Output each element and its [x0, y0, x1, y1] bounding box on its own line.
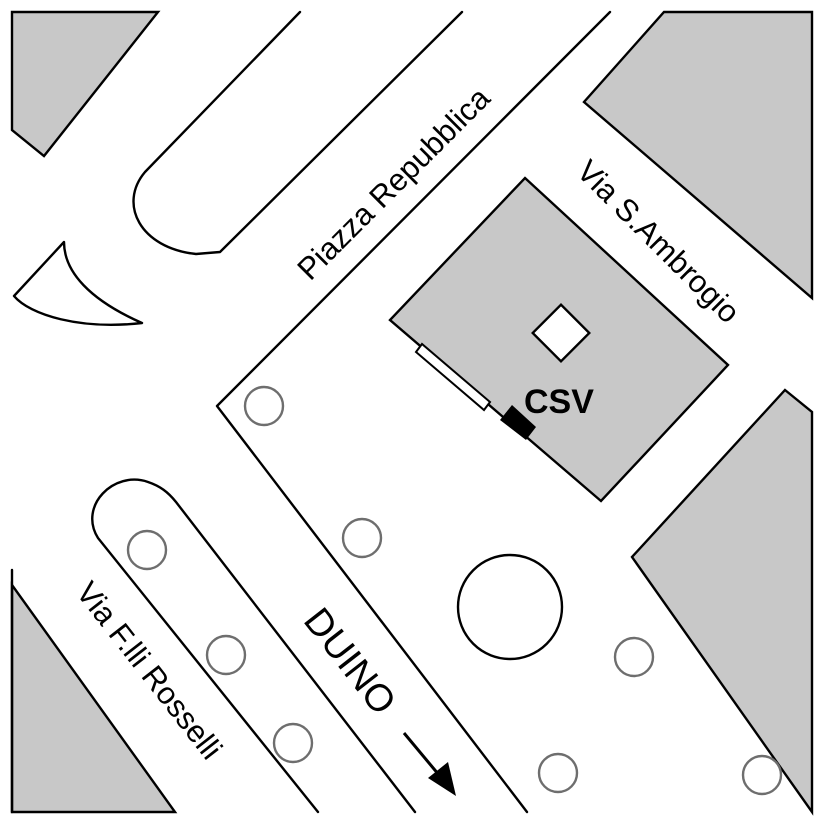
building-facade-strip: [414, 342, 492, 412]
block-top-right: [582, 10, 814, 301]
courtyard: [531, 303, 591, 363]
tree-icon: [741, 754, 783, 796]
roundabout: [456, 553, 564, 661]
road-edge-median: [91, 478, 417, 814]
entrance-marker-icon: [500, 405, 536, 440]
direction-arrow-icon: [402, 732, 456, 796]
block-top-left: [10, 10, 161, 158]
tree-icon: [126, 529, 168, 571]
trees: [126, 385, 783, 796]
block-right: [630, 388, 814, 816]
road-edge-north: [132, 10, 464, 256]
traffic-island: [12, 240, 144, 326]
tree-icon: [272, 722, 314, 764]
tree-icon: [613, 636, 655, 678]
road-edge-plaza: [215, 10, 612, 814]
poi-label-csv: CSV: [524, 383, 594, 421]
tree-icon: [341, 517, 383, 559]
tree-icon: [205, 634, 247, 676]
tree-icon: [243, 385, 285, 427]
direction-label-duino: DUINO: [295, 600, 403, 722]
tree-icon: [537, 752, 579, 794]
